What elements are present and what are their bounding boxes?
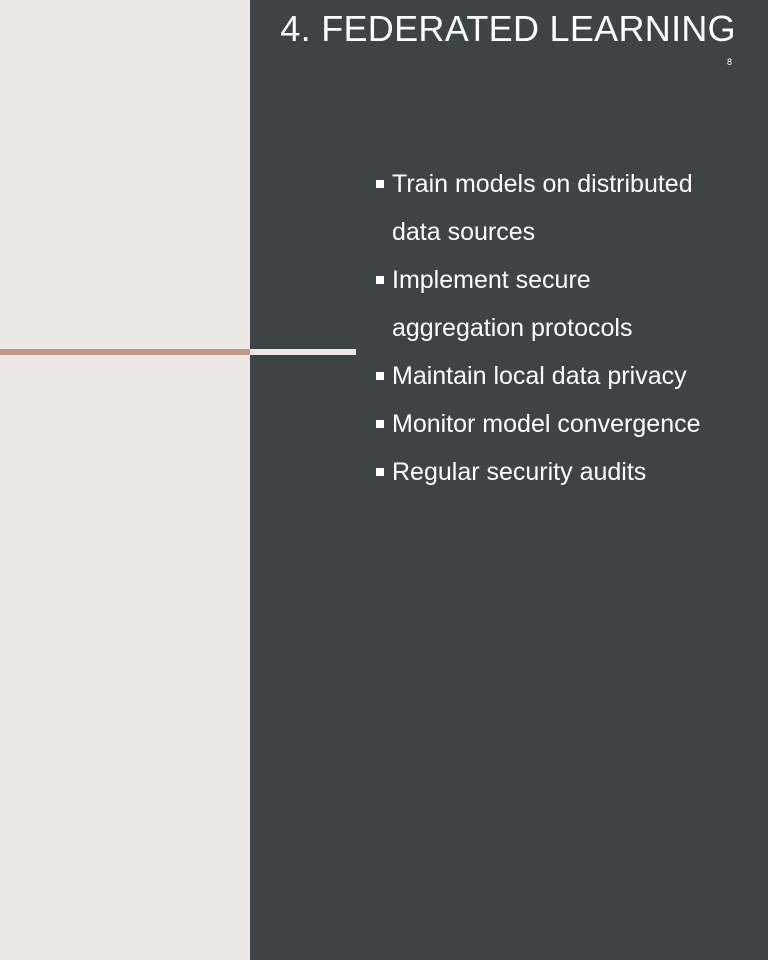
bullet-text-line: Regular security audits <box>392 458 647 486</box>
bullet-item: Monitor model convergence <box>374 400 754 448</box>
page-number: 8 <box>726 57 732 67</box>
bullet-item: Train models on distributed data sources <box>374 160 754 256</box>
square-bullet-icon <box>376 420 384 428</box>
bullet-text-line: aggregation protocols <box>392 314 633 342</box>
bullet-text-line: Maintain local data privacy <box>392 362 687 390</box>
bullet-item: Implement secure aggregation protocols <box>374 256 754 352</box>
square-bullet-icon <box>376 468 384 476</box>
square-bullet-icon <box>376 276 384 284</box>
bullet-text-line: Train models on distributed <box>392 170 693 198</box>
bullet-item: Regular security audits <box>374 448 754 496</box>
accent-divider-light <box>250 349 356 355</box>
accent-divider <box>0 349 250 355</box>
square-bullet-icon <box>376 180 384 188</box>
bullet-text-line: Monitor model convergence <box>392 410 701 438</box>
bullet-text-line: Implement secure <box>392 266 591 294</box>
bullet-item: Maintain local data privacy <box>374 352 754 400</box>
bullet-text-line: data sources <box>392 218 536 246</box>
square-bullet-icon <box>376 372 384 380</box>
left-panel <box>0 0 250 960</box>
slide-title: 4. FEDERATED LEARNING <box>280 8 736 49</box>
bullet-list: Train models on distributed data sources… <box>374 160 754 496</box>
right-panel <box>250 0 768 960</box>
